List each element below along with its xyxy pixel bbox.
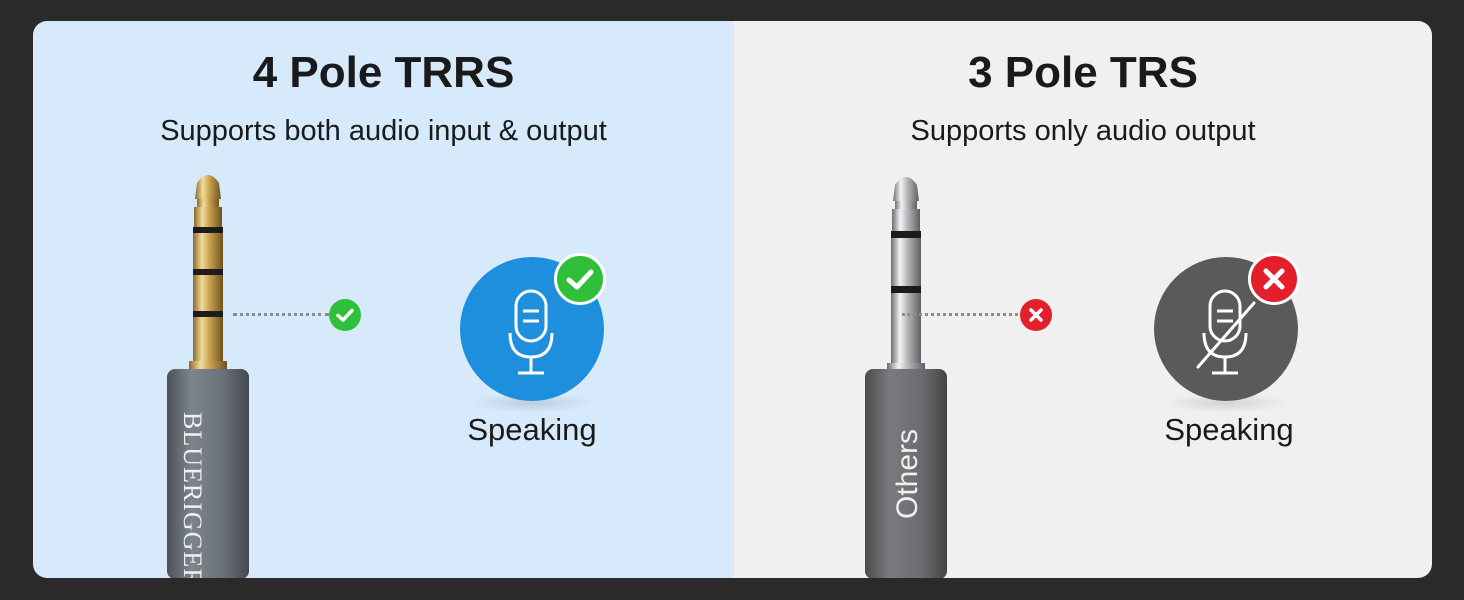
speaking-label: Speaking <box>1164 412 1294 447</box>
cross-icon <box>1248 253 1300 305</box>
pointer-line <box>902 313 1018 316</box>
speaking-label: Speaking <box>467 412 597 447</box>
panel-subtitle: Supports both audio input & output <box>160 115 607 147</box>
mic-shadow <box>1161 393 1291 413</box>
mic-badge-group <box>1154 253 1300 401</box>
trs-panel: 3 Pole TRS Supports only audio output <box>734 21 1432 578</box>
comparison-card: 4 Pole TRRS Supports both audio input & … <box>33 21 1432 578</box>
trrs-plug-image: BLUERIGGER <box>163 169 253 578</box>
cross-icon <box>1020 299 1052 331</box>
panel-title: 3 Pole TRS <box>968 48 1198 97</box>
mic-badge-group <box>460 253 606 401</box>
trs-plug-image: Others <box>861 169 951 578</box>
panel-subtitle: Supports only audio output <box>910 115 1256 147</box>
check-icon <box>554 253 606 305</box>
mic-shadow <box>467 393 597 413</box>
pointer-line <box>233 313 329 316</box>
brand-label: Others <box>891 428 924 519</box>
brand-label: BLUERIGGER <box>178 412 207 578</box>
check-icon <box>329 299 361 331</box>
panel-title: 4 Pole TRRS <box>252 48 515 97</box>
trrs-panel: 4 Pole TRRS Supports both audio input & … <box>33 21 734 578</box>
